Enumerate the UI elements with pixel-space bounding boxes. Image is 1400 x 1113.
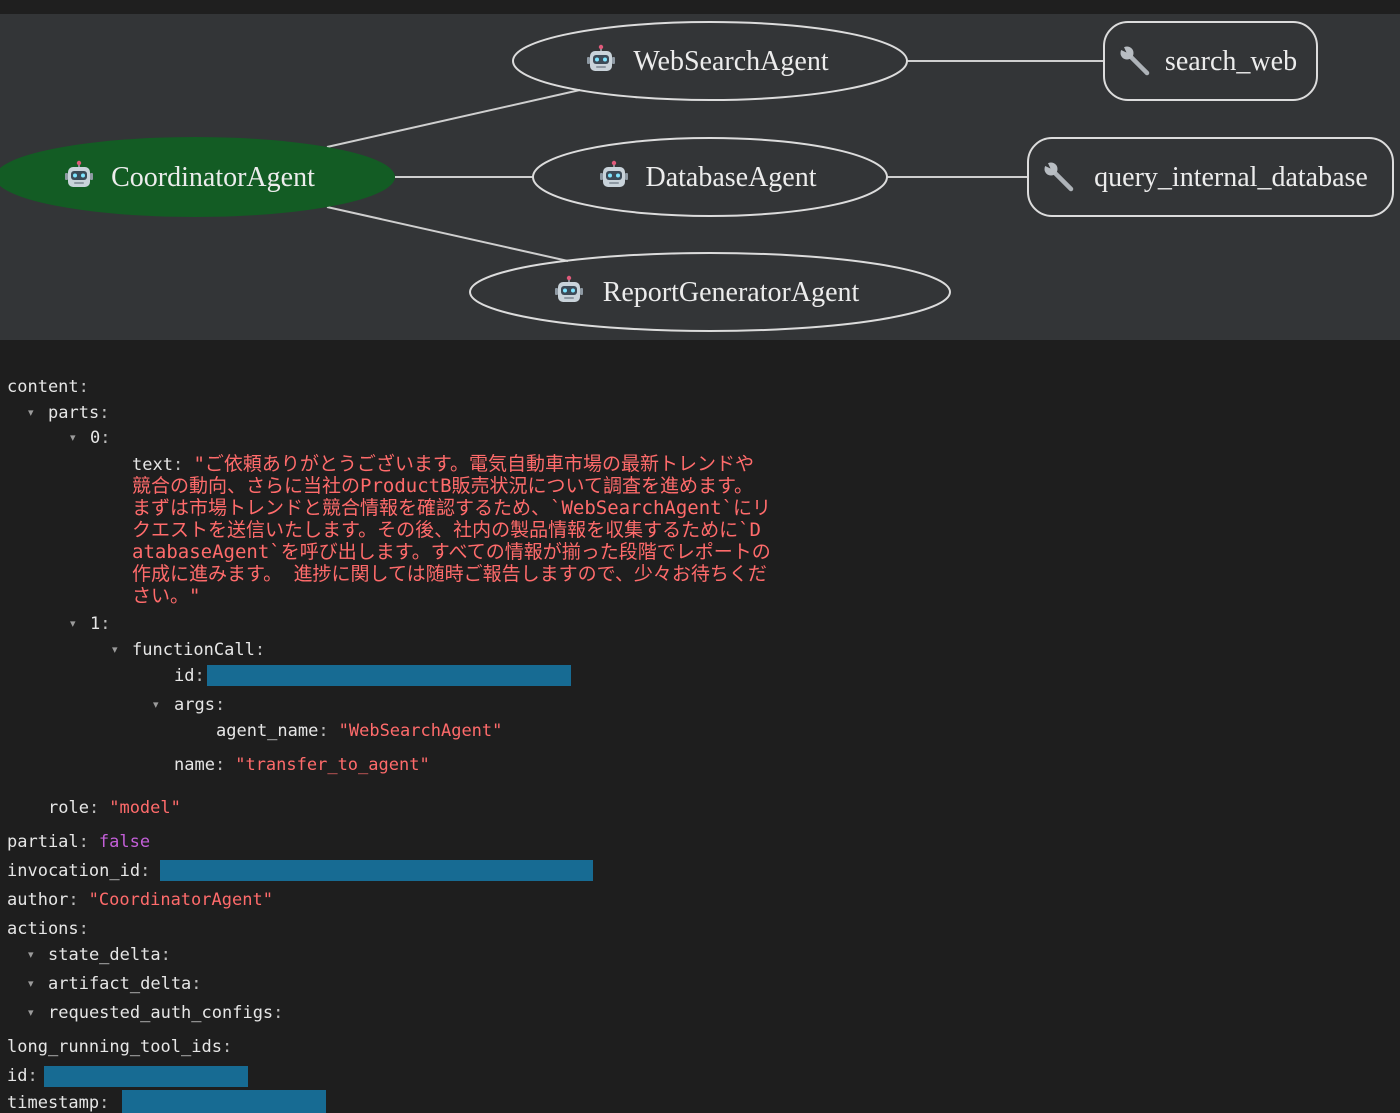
agent-label: ReportGeneratorAgent bbox=[603, 277, 860, 308]
tree-key: artifact_delta bbox=[48, 974, 202, 994]
agent-graph: CoordinatorAgent WebSearchAgent Database… bbox=[0, 0, 1400, 340]
caret-down-icon[interactable] bbox=[28, 945, 48, 965]
caret-down-icon[interactable] bbox=[28, 974, 48, 994]
tree-key: partial bbox=[7, 832, 89, 852]
tree-key: long_running_tool_ids bbox=[7, 1037, 232, 1057]
agent-ellipse bbox=[469, 252, 951, 332]
string-value: transfer_to_agent bbox=[235, 755, 430, 775]
tree-row-args: args bbox=[153, 695, 225, 715]
tree-row-timestamp: timestamp bbox=[7, 1093, 109, 1113]
tree-key: args bbox=[174, 695, 225, 715]
tool-node-query-internal-database: query_internal_database bbox=[1027, 137, 1394, 217]
agent-node-websearch: WebSearchAgent bbox=[512, 21, 908, 101]
agent-ellipse bbox=[512, 21, 908, 101]
tree-row-content: content bbox=[7, 377, 89, 397]
top-strip bbox=[0, 0, 1400, 14]
tree-key: requested_auth_configs bbox=[48, 1003, 283, 1023]
agent-label: DatabaseAgent bbox=[645, 162, 816, 193]
tree-key: agent_name bbox=[216, 721, 329, 741]
string-value: CoordinatorAgent bbox=[89, 890, 273, 910]
text-value: ご依頼ありがとうございます。電気自動車市場の最新トレンドや競合の動向、さらに当社… bbox=[132, 453, 771, 607]
tree-row-partial: partial false bbox=[7, 832, 150, 852]
tree-key: 1 bbox=[90, 614, 111, 634]
tree-row-id: id bbox=[7, 1066, 38, 1086]
redacted-value bbox=[207, 665, 571, 686]
event-json-tree: content parts 0 text ご依頼ありがとうございます。電気自動車… bbox=[0, 340, 1400, 1113]
edge-coordinator-reportgenerator bbox=[326, 206, 569, 262]
redacted-value bbox=[160, 860, 593, 881]
coordinator-agent-ellipse bbox=[0, 137, 395, 217]
tree-row-state-delta: state_delta bbox=[28, 945, 171, 965]
tree-row-author: author CoordinatorAgent bbox=[7, 890, 273, 910]
caret-down-icon[interactable] bbox=[28, 403, 48, 423]
tree-row-requested-auth-configs: requested_auth_configs bbox=[28, 1003, 283, 1023]
agent-node-coordinator: CoordinatorAgent bbox=[0, 137, 395, 217]
tree-key: id bbox=[174, 666, 205, 686]
tree-key: name bbox=[174, 755, 225, 775]
boolean-value: false bbox=[98, 832, 151, 852]
tree-key: text bbox=[132, 455, 183, 475]
agent-label: WebSearchAgent bbox=[633, 46, 828, 77]
tree-key: timestamp bbox=[7, 1093, 109, 1113]
tree-row-agent-name: agent_name WebSearchAgent bbox=[216, 721, 502, 741]
tree-row-actions: actions bbox=[7, 919, 89, 939]
tree-row-part-1: 1 bbox=[70, 614, 111, 634]
tool-label: query_internal_database bbox=[1094, 162, 1368, 193]
tree-key: state_delta bbox=[48, 945, 171, 965]
tree-key: role bbox=[48, 798, 99, 818]
tree-key: author bbox=[7, 890, 79, 910]
redacted-value bbox=[44, 1066, 248, 1087]
caret-down-icon[interactable] bbox=[70, 614, 90, 634]
caret-down-icon[interactable] bbox=[70, 428, 90, 448]
tree-key: functionCall bbox=[132, 640, 265, 660]
edge-coordinator-websearch bbox=[326, 89, 581, 148]
tree-row-artifact-delta: artifact_delta bbox=[28, 974, 202, 994]
tool-box bbox=[1027, 137, 1394, 217]
caret-down-icon[interactable] bbox=[28, 1003, 48, 1023]
agent-node-database: DatabaseAgent bbox=[532, 137, 888, 217]
tree-key: id bbox=[7, 1066, 38, 1086]
tree-key: 0 bbox=[90, 428, 111, 448]
string-value: model bbox=[109, 798, 181, 818]
tree-row-invocation-id: invocation_id bbox=[7, 861, 150, 881]
tree-key: content bbox=[7, 377, 89, 397]
tree-row-part-0: 0 bbox=[70, 428, 111, 448]
tree-key: parts bbox=[48, 403, 109, 423]
tree-key: actions bbox=[7, 919, 89, 939]
tree-row-text: text ご依頼ありがとうございます。電気自動車市場の最新トレンドや競合の動向、… bbox=[132, 453, 772, 608]
tree-row-function-call: functionCall bbox=[112, 640, 265, 660]
tree-row-name: name transfer_to_agent bbox=[174, 755, 430, 775]
tree-row-parts: parts bbox=[28, 403, 109, 423]
tool-label: search_web bbox=[1165, 46, 1297, 77]
redacted-value bbox=[122, 1090, 326, 1113]
agent-ellipse bbox=[532, 137, 888, 217]
agent-label: CoordinatorAgent bbox=[111, 162, 315, 193]
tool-node-search-web: search_web bbox=[1103, 21, 1318, 101]
tree-row-function-call-id: id bbox=[174, 666, 205, 686]
tree-key: invocation_id bbox=[7, 861, 150, 881]
string-value: WebSearchAgent bbox=[339, 721, 503, 741]
caret-down-icon[interactable] bbox=[153, 695, 174, 715]
tool-box bbox=[1103, 21, 1318, 101]
agent-node-reportgenerator: ReportGeneratorAgent bbox=[469, 252, 951, 332]
tree-row-long-running-tool-ids: long_running_tool_ids bbox=[7, 1037, 232, 1057]
tree-row-role: role model bbox=[48, 798, 181, 818]
caret-down-icon[interactable] bbox=[112, 640, 132, 660]
